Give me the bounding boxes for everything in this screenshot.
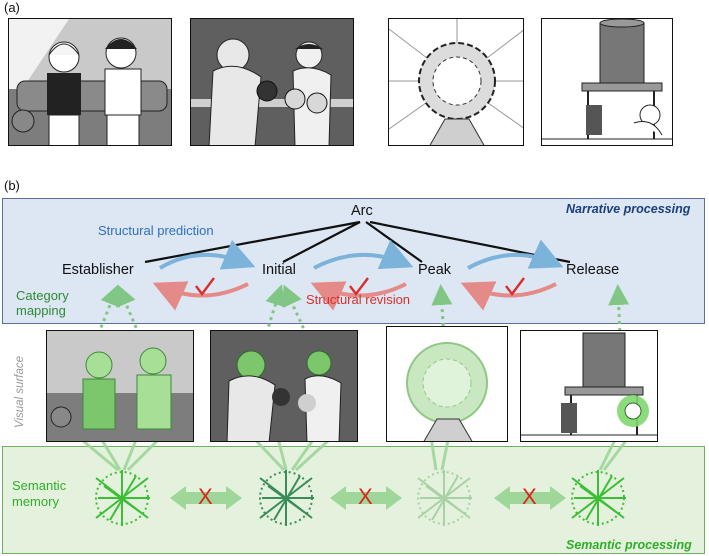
panel-a-label: (a) [4,0,20,15]
visual-panel-release [520,330,658,442]
x-icon: X [522,484,537,509]
panel-b-label: (b) [4,178,20,193]
comic-panel-release [541,18,673,146]
water-tower-illustration [542,19,672,140]
semantic-network-peak [417,470,472,526]
boxers-illustration [191,38,353,145]
category-mapping-label: Category mapping [16,288,69,318]
establisher-node: Establisher [62,262,134,278]
x-icon: X [198,484,213,509]
structural-revision-label: Structural revision [306,292,411,307]
boxers-highlighted [226,350,342,441]
semantic-network-establisher [95,470,150,526]
visual-panel-establisher [46,330,194,442]
semantic-network-initial [259,470,314,526]
water-tower-highlighted [521,332,657,436]
initial-node: Initial [262,262,296,278]
semantic-network-release [571,470,626,526]
check-icon [195,277,525,296]
comic-panel-peak [388,18,524,146]
semantic-memory-label: Semantic memory [12,478,67,509]
couple-on-sofa-illustration [9,19,171,145]
structural-prediction-arrows [158,239,564,270]
visual-panel-initial [210,330,358,442]
semantic-comparison-arrows [170,486,566,510]
visual-panel-peak [386,326,508,442]
release-node: Release [566,262,620,278]
arc-node: Arc [351,203,373,219]
narrative-processing-title: Narrative processing [566,202,691,216]
x-icon: X [358,484,373,509]
explosion-illustration [389,19,523,145]
visual-surface-label: Visual surface [14,355,26,428]
explosion-highlighted [406,342,488,441]
couple-on-sofa-highlighted [47,347,193,441]
structural-prediction-label: Structural prediction [98,223,214,238]
semantic-processing-title: Semantic processing [566,538,692,552]
comic-panel-initial [190,18,354,146]
comic-panel-establisher [8,18,172,146]
peak-node: Peak [418,262,452,278]
